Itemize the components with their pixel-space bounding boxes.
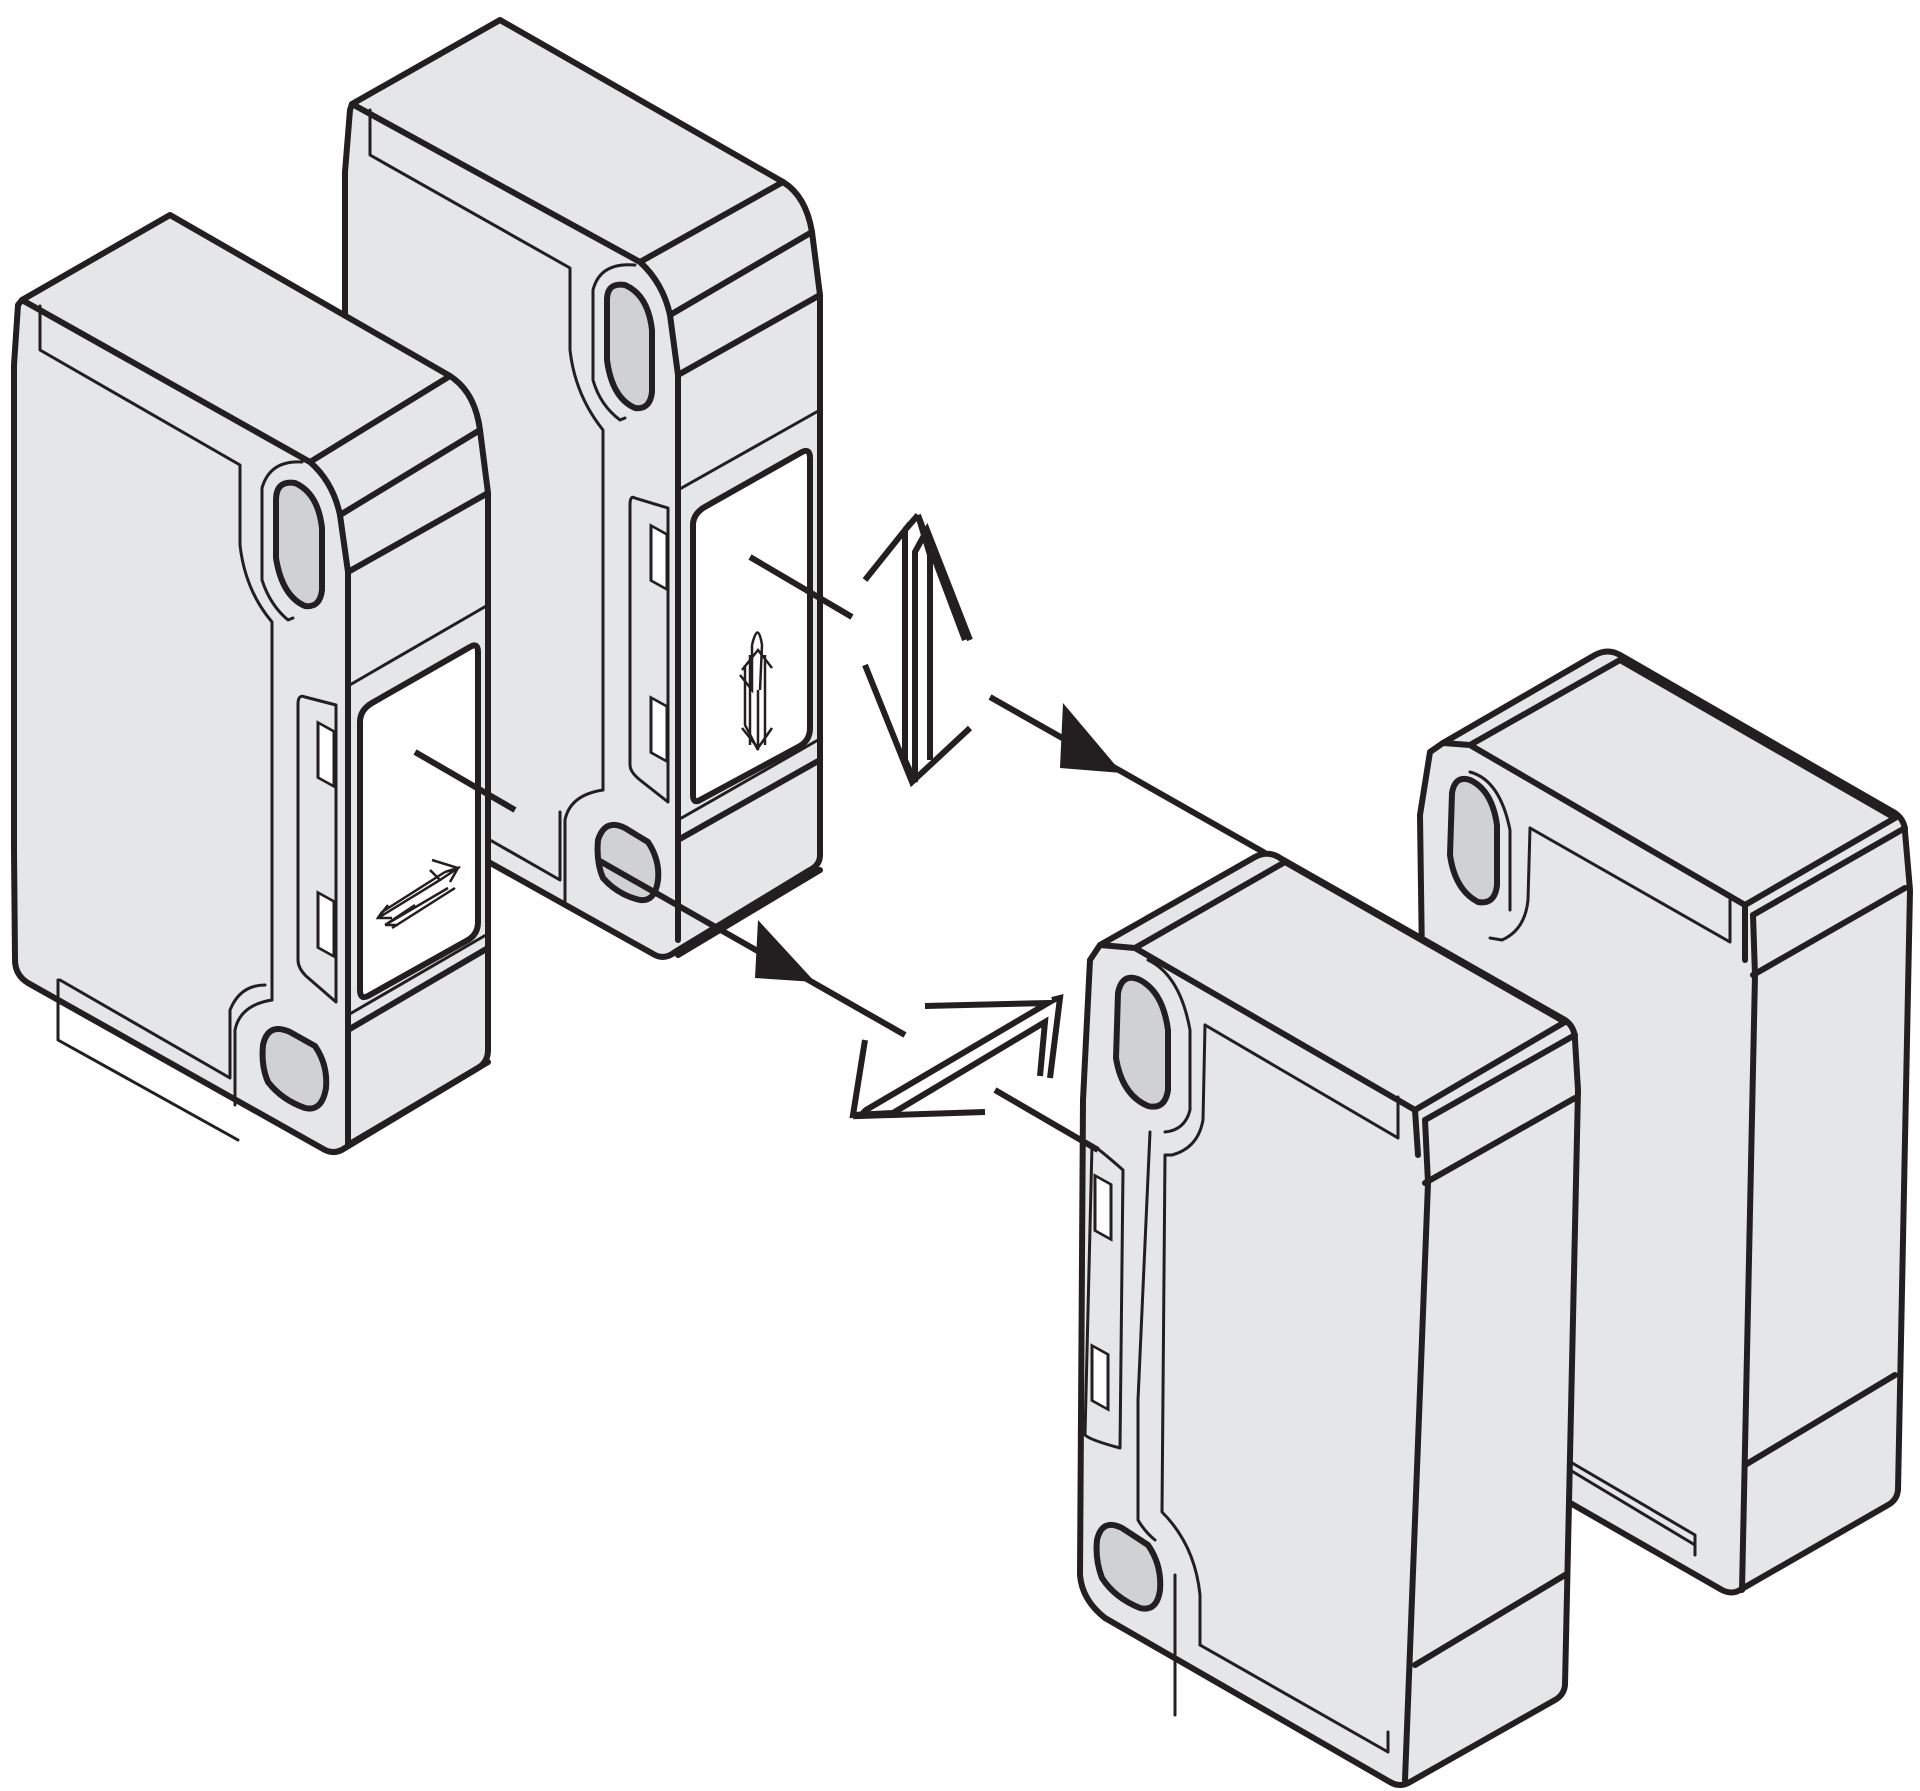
led-indicator-icon bbox=[316, 720, 336, 789]
mount-hole-icon bbox=[1446, 775, 1500, 906]
led-indicator-icon bbox=[316, 890, 336, 959]
led-indicator-icon bbox=[1090, 1343, 1110, 1412]
mount-hole-icon bbox=[273, 479, 325, 610]
sensor-left-back bbox=[342, 17, 823, 960]
sensor-left-front bbox=[11, 212, 491, 1156]
arrowhead-icon bbox=[755, 920, 815, 982]
vertical-polarization-arrow-icon bbox=[862, 513, 973, 788]
horizontal-polarization-arrow-icon bbox=[849, 994, 1064, 1120]
arrowhead-icon bbox=[1060, 703, 1122, 773]
horizontal-polarization-icon bbox=[375, 858, 461, 930]
beam-vertical-polarized bbox=[748, 554, 1267, 856]
sensor-right-front bbox=[1077, 850, 1581, 1788]
led-indicator-icon bbox=[1093, 1173, 1113, 1242]
vertical-polarization-icon bbox=[739, 631, 774, 751]
mount-hole-icon bbox=[1093, 1522, 1164, 1612]
mount-hole-icon bbox=[604, 281, 655, 412]
beam-horizontal-polarized bbox=[413, 749, 1100, 1153]
mount-hole-icon bbox=[1112, 974, 1171, 1110]
led-indicator-icon bbox=[649, 695, 669, 764]
led-indicator-icon bbox=[649, 523, 669, 592]
mount-hole-icon bbox=[259, 1026, 330, 1112]
